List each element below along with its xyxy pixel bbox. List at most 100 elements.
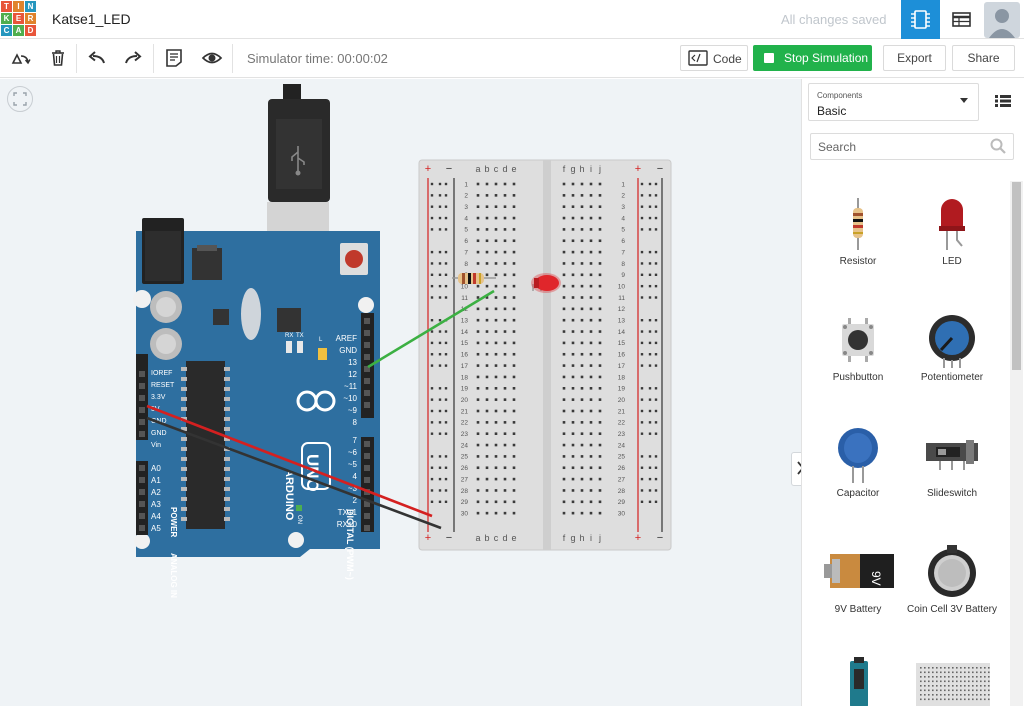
- toolbar-divider: [153, 44, 154, 73]
- fit-view-button[interactable]: [7, 86, 33, 112]
- undo-button[interactable]: [85, 47, 109, 69]
- resistor-component[interactable]: [452, 273, 496, 284]
- rail-polarity-label: −: [446, 163, 452, 175]
- row-number: 30: [618, 510, 626, 517]
- trash-icon: [52, 50, 64, 66]
- row-number: 10: [618, 283, 626, 290]
- component-label: 9V Battery: [834, 604, 882, 615]
- digital-pin-label: ~6: [348, 448, 358, 457]
- notes-button[interactable]: [162, 47, 186, 69]
- rail-polarity-label: −: [657, 163, 663, 175]
- green-wire[interactable]: [367, 289, 495, 369]
- code-icon: [688, 50, 708, 66]
- power-label: POWER: [169, 507, 178, 537]
- component-potentiometer[interactable]: Potentiometer: [905, 310, 999, 384]
- logo-letter: A: [13, 25, 24, 36]
- scrollbar-thumb[interactable]: [1012, 182, 1021, 370]
- led-component[interactable]: [531, 273, 561, 293]
- black-wire[interactable]: [146, 416, 442, 530]
- stop-simulation-button[interactable]: Stop Simulation: [753, 45, 872, 71]
- row-number: 25: [618, 454, 626, 461]
- digital-pin-label: AREF: [336, 334, 357, 343]
- resistor-icon: [853, 198, 863, 250]
- row-number: 10: [461, 283, 469, 290]
- svg-text:9V: 9V: [869, 571, 883, 586]
- rotate-icon: [11, 53, 31, 65]
- digital-pin-label: GND: [339, 346, 357, 355]
- row-number: 1: [464, 181, 468, 188]
- component-pushbutton[interactable]: Pushbutton: [811, 310, 905, 384]
- search-input[interactable]: [810, 133, 1014, 160]
- column-letter: h: [579, 533, 584, 543]
- digital-pin-label: 12: [348, 370, 357, 379]
- circuit-canvas[interactable]: POWER ANALOG IN DIGITAL (PWM~) ARDUINO U…: [0, 79, 801, 706]
- redo-button[interactable]: [121, 47, 145, 69]
- component-label: Slideswitch: [926, 488, 978, 499]
- row-number: 7: [621, 249, 625, 256]
- rail-polarity-label: −: [446, 532, 452, 544]
- row-number: 21: [618, 408, 626, 415]
- component-label: Resistor: [839, 256, 877, 267]
- component-coin-cell-battery[interactable]: Coin Cell 3V Battery: [905, 542, 999, 616]
- search-icon: [990, 138, 1006, 154]
- on-label: ON: [296, 515, 302, 524]
- document-title[interactable]: Katse1_LED: [52, 11, 131, 27]
- delete-button[interactable]: [46, 47, 70, 69]
- column-letter: c: [494, 164, 499, 174]
- component-partial-breadboard[interactable]: [905, 657, 999, 706]
- logo-letter: D: [25, 25, 36, 36]
- logo-letter: C: [1, 25, 12, 36]
- component-resistor[interactable]: Resistor: [811, 194, 905, 268]
- row-number: 11: [461, 295, 468, 302]
- share-button[interactable]: Share: [952, 45, 1015, 71]
- breadboard[interactable]: 1122334455667788991010111112121313141415…: [418, 159, 672, 551]
- led-icon: [939, 199, 965, 250]
- component-led[interactable]: LED: [905, 194, 999, 268]
- visibility-button[interactable]: [200, 47, 224, 69]
- analog-pin-label: A4: [151, 512, 161, 521]
- arduino-labels: POWER ANALOG IN DIGITAL (PWM~) ARDUINO U…: [151, 333, 358, 598]
- row-number: 18: [618, 374, 626, 381]
- row-number: 6: [621, 238, 625, 245]
- user-avatar[interactable]: [984, 2, 1020, 38]
- rotate-button[interactable]: [9, 47, 33, 69]
- row-number: 11: [618, 295, 625, 302]
- component-label: Capacitor: [836, 488, 880, 499]
- breadboard-labels: 1122334455667788991010111112121313141415…: [425, 163, 663, 544]
- component-partial-arduino[interactable]: [811, 657, 905, 706]
- logo-letter: N: [25, 1, 36, 12]
- list-view-button[interactable]: [995, 94, 1011, 108]
- toolbar-divider: [232, 44, 233, 73]
- red-wire[interactable]: [146, 404, 433, 518]
- digital-pin-label: ~5: [348, 460, 358, 469]
- digital-pin-label: RX+0: [337, 520, 358, 529]
- row-number: 5: [464, 227, 468, 234]
- chevron-right-icon: [797, 461, 801, 475]
- redo-icon: [125, 51, 142, 64]
- component-9v-battery[interactable]: 9V 9V Battery: [811, 542, 905, 616]
- circuit-view-button[interactable]: [901, 0, 940, 39]
- column-letter: h: [579, 164, 584, 174]
- power-pin-label: GND: [151, 430, 167, 437]
- digital-pin-label: ~3: [348, 484, 358, 493]
- row-number: 27: [618, 476, 626, 483]
- digital-pwm-label: DIGITAL (PWM~): [345, 509, 355, 580]
- row-number: 9: [621, 272, 625, 279]
- component-capacitor[interactable]: Capacitor: [811, 426, 905, 500]
- row-number: 2: [621, 193, 625, 200]
- column-letter: d: [502, 533, 507, 543]
- component-slideswitch[interactable]: Slideswitch: [905, 426, 999, 500]
- code-button[interactable]: Code: [680, 45, 748, 71]
- column-letter: a: [475, 533, 480, 543]
- expand-panel-button[interactable]: [791, 452, 801, 486]
- notes-icon: [166, 49, 182, 67]
- components-category-select[interactable]: Components Basic: [808, 83, 979, 121]
- analog-pin-label: A2: [151, 488, 161, 497]
- arduino-uno[interactable]: [133, 218, 380, 557]
- pushbutton-icon: [842, 318, 874, 362]
- component-list-view-button[interactable]: [942, 0, 980, 39]
- rail-polarity-label: +: [425, 532, 431, 544]
- rail-polarity-label: +: [635, 163, 641, 175]
- export-button[interactable]: Export: [883, 45, 946, 71]
